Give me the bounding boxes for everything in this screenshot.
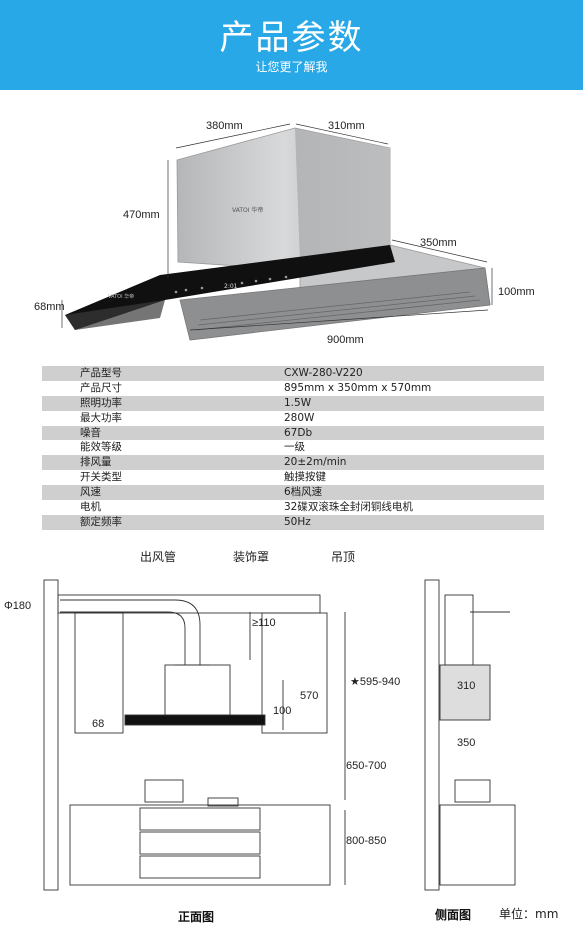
spec-label: 产品型号 <box>80 367 122 379</box>
spec-row: 开关类型 触摸按键 <box>42 470 544 485</box>
side-view-caption: 侧面图 <box>435 908 472 922</box>
hood-illustration: VATOI 华帝 VATOI 华帝 2:01 380mm 310mm 470mm… <box>0 90 583 360</box>
page-title: 产品参数 <box>219 18 364 58</box>
dim-top-depth: 310mm <box>328 120 365 132</box>
spec-label: 额定频率 <box>80 515 122 528</box>
spec-value: 895mm x 350mm x 570mm <box>284 381 432 394</box>
spec-row: 额定频率 50Hz <box>42 514 544 530</box>
unit-label: 单位：mm <box>499 907 559 921</box>
dim-panel-68: 68 <box>92 718 105 730</box>
dim-mount-height: ★595-940 <box>350 676 401 688</box>
spec-value: 1.5W <box>284 396 312 409</box>
spec-value: 6档风速 <box>284 486 323 499</box>
spec-value: 20±2m/min <box>284 456 347 469</box>
spec-label: 电机 <box>80 501 101 514</box>
spec-row: 电机 32碟双滚珠全封闭铜线电机 <box>42 500 544 515</box>
panel-display: 2:01 <box>224 283 238 290</box>
dim-top-width: 380mm <box>206 120 243 132</box>
chimney-logo: VATOI 华帝 <box>232 206 263 214</box>
dim-cover-gap: ≥110 <box>252 617 276 629</box>
panel-logo: VATOI 华帝 <box>108 293 134 300</box>
spec-row: 风速 6档风速 <box>42 485 544 501</box>
spec-label: 风速 <box>80 486 101 499</box>
spec-value: 一级 <box>284 441 305 454</box>
dim-body-depth: 350mm <box>420 237 457 249</box>
spec-table: 产品型号 CXW-280-V220 产品尺寸 895mm x 350mm x 570m… <box>42 366 544 530</box>
spec-label: 排风量 <box>80 456 112 469</box>
spec-value: 280W <box>284 411 315 424</box>
spec-label: 能效等级 <box>80 441 122 454</box>
dim-panel-height: 68mm <box>34 301 65 313</box>
dim-counter-height: 800-850 <box>346 835 387 847</box>
spec-value: 触摸按键 <box>284 471 326 484</box>
dim-duct-dia: Φ180 <box>4 600 32 612</box>
spec-value: 67Db <box>284 426 313 439</box>
spec-value: 50Hz <box>284 515 311 528</box>
dim-side-height: 100mm <box>498 286 535 298</box>
spec-label: 开关类型 <box>80 471 122 484</box>
spec-value: CXW-280-V220 <box>284 367 363 379</box>
dim-total-width: 900mm <box>327 334 364 346</box>
spec-row: 产品型号 CXW-280-V220 <box>42 366 544 381</box>
install-drawing <box>43 579 516 891</box>
page-subtitle: 让您更了解我 <box>255 60 328 74</box>
dim-cook-height: 650-700 <box>346 760 387 772</box>
spec-row: 排风量 20±2m/min <box>42 455 544 471</box>
page-header: 产品参数 让您更了解我 <box>0 0 583 90</box>
label-ceiling: 吊顶 <box>331 550 356 564</box>
spec-row: 噪音 67Db <box>42 425 544 441</box>
dim-hood-height: 570 <box>300 690 319 702</box>
spec-label: 最大功率 <box>80 411 122 424</box>
label-duct: 出风管 <box>140 550 177 564</box>
install-diagram: 出风管 装饰罩 吊顶 Φ180 ≥110 ★595-940 570 100 68… <box>0 535 583 930</box>
label-cover: 装饰罩 <box>233 550 270 564</box>
dim-side-top: 310 <box>457 680 476 692</box>
spec-row: 最大功率 280W <box>42 411 544 426</box>
dim-panel-100: 100 <box>273 705 292 717</box>
spec-row: 照明功率 1.5W <box>42 395 544 411</box>
spec-row: 产品尺寸 895mm x 350mm x 570mm <box>42 381 544 396</box>
dim-body-height: 470mm <box>123 209 160 221</box>
hood-drawing: VATOI 华帝 VATOI 华帝 2:01 <box>61 123 493 341</box>
spec-label: 照明功率 <box>80 396 122 409</box>
spec-label: 产品尺寸 <box>80 381 122 394</box>
dim-side-bottom: 350 <box>457 737 476 749</box>
front-view-caption: 正面图 <box>178 910 215 924</box>
spec-row: 能效等级 一级 <box>42 440 544 455</box>
spec-value: 32碟双滚珠全封闭铜线电机 <box>284 501 413 514</box>
spec-label: 噪音 <box>80 426 101 439</box>
